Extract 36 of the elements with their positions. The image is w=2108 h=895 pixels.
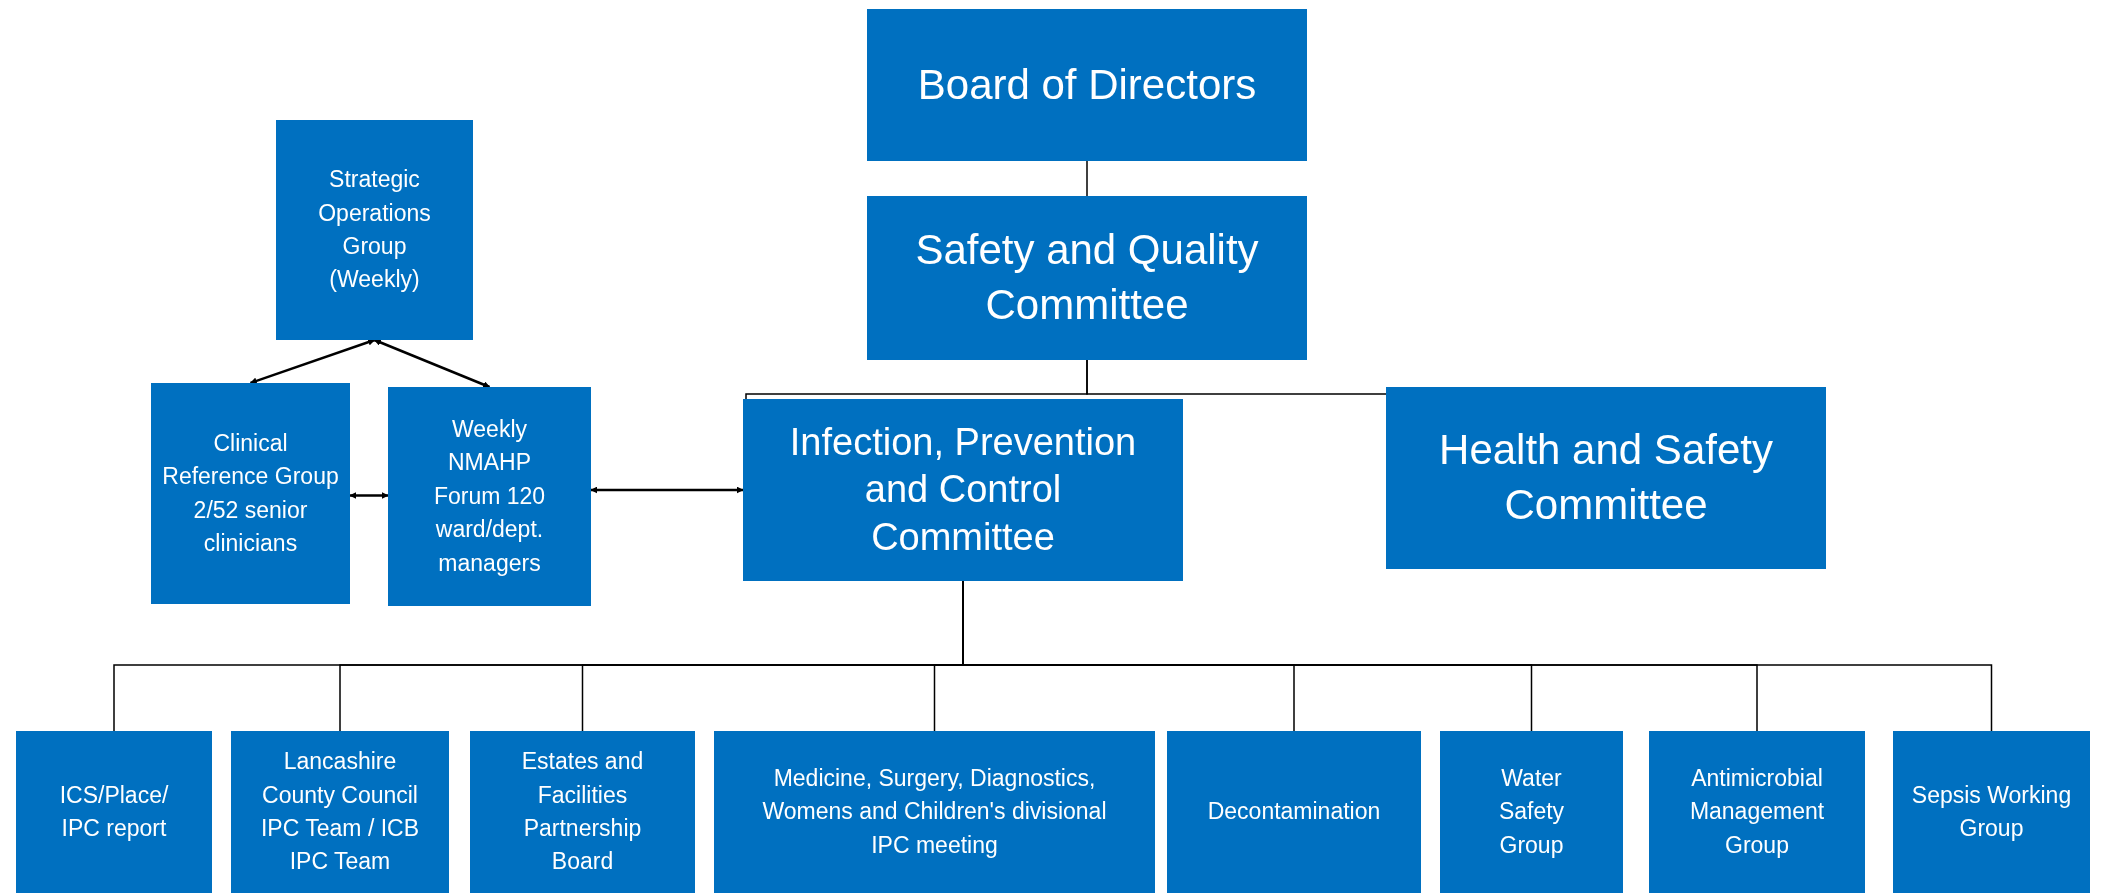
org-box (470, 731, 695, 893)
box-label: Decontamination (1207, 797, 1381, 827)
org-box (151, 383, 350, 604)
box-label: Clinical Reference Group 2/52 senior clinicians (161, 428, 340, 558)
box-label: Sepsis Working Group (1910, 780, 2073, 843)
org-box (714, 731, 1155, 893)
org-box (1440, 731, 1623, 893)
connector-line (1086, 160, 1088, 197)
box-label: Infection, Prevention and Control Committee (788, 419, 1138, 560)
double-arrow (590, 486, 744, 494)
double-arrow (249, 338, 376, 385)
box-label: Lancashire County Council IPC Team / ICB IPC Team (259, 747, 421, 877)
org-box (276, 120, 473, 340)
box-label: Water Safety Group (1497, 764, 1566, 860)
box-label: Estates and Facilities Partnership Board (520, 747, 645, 877)
org-box (388, 387, 591, 606)
box-label: Antimicrobial Management Group (1688, 764, 1826, 860)
org-box (867, 196, 1307, 360)
box-label: ICS/Place/ IPC report (58, 780, 170, 843)
box-label: Weekly NMAHP Forum 120 ward/dept. managers (432, 415, 547, 578)
org-box (16, 731, 212, 893)
double-arrow (373, 338, 491, 389)
box-label: Safety and Quality Committee (914, 225, 1260, 330)
box-label: Health and Safety Committee (1438, 425, 1774, 530)
box-label: Medicine, Surgery, Diagnostics, Womens and Children's divisional IPC meeting (761, 764, 1108, 860)
org-box (1649, 731, 1865, 893)
double-arrow (349, 492, 389, 499)
org-box (1167, 731, 1421, 893)
org-box (1386, 387, 1826, 569)
org-box (1893, 731, 2090, 893)
org-box (743, 399, 1183, 581)
org-box (867, 9, 1307, 161)
org-box (231, 731, 449, 893)
connector-line (1086, 359, 1387, 395)
box-label: Strategic Operations Group (Weekly) (317, 165, 432, 295)
box-label: Board of Directors (917, 59, 1257, 110)
